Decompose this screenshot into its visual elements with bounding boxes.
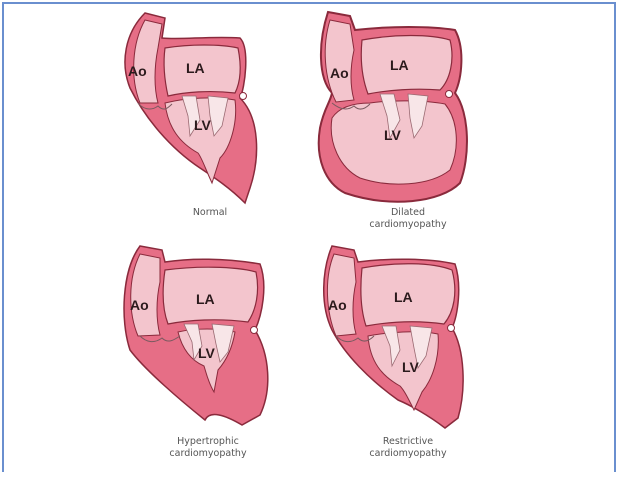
label-ao: Ao: [330, 65, 349, 81]
label-ao: Ao: [328, 297, 347, 313]
caption-line: Dilated: [308, 207, 508, 219]
heart-normal-diagram: Ao LA LV: [110, 8, 310, 238]
label-lv: LV: [402, 359, 420, 375]
label-lv: LV: [194, 117, 212, 133]
caption-line: Hypertrophic: [108, 436, 308, 448]
caption-line: cardiomyopathy: [308, 448, 508, 460]
label-ao: Ao: [130, 297, 149, 313]
caption-line: cardiomyopathy: [308, 219, 508, 231]
caption-line: cardiomyopathy: [108, 448, 308, 460]
caption-hypertrophic: Hypertrophic cardiomyopathy: [108, 436, 308, 460]
label-lv: LV: [384, 127, 402, 143]
caption-line: Normal: [110, 207, 310, 219]
label-lv: LV: [198, 345, 216, 361]
caption-dilated: Dilated cardiomyopathy: [308, 207, 508, 231]
label-ao: Ao: [128, 63, 147, 79]
heart-dilated-diagram: Ao LA LV: [310, 8, 510, 238]
label-la: LA: [390, 57, 409, 73]
label-la: LA: [186, 60, 205, 76]
label-la: LA: [196, 291, 215, 307]
caption-normal: Normal: [110, 207, 310, 219]
label-la: LA: [394, 289, 413, 305]
caption-line: Restrictive: [308, 436, 508, 448]
caption-restrictive: Restrictive cardiomyopathy: [308, 436, 508, 460]
